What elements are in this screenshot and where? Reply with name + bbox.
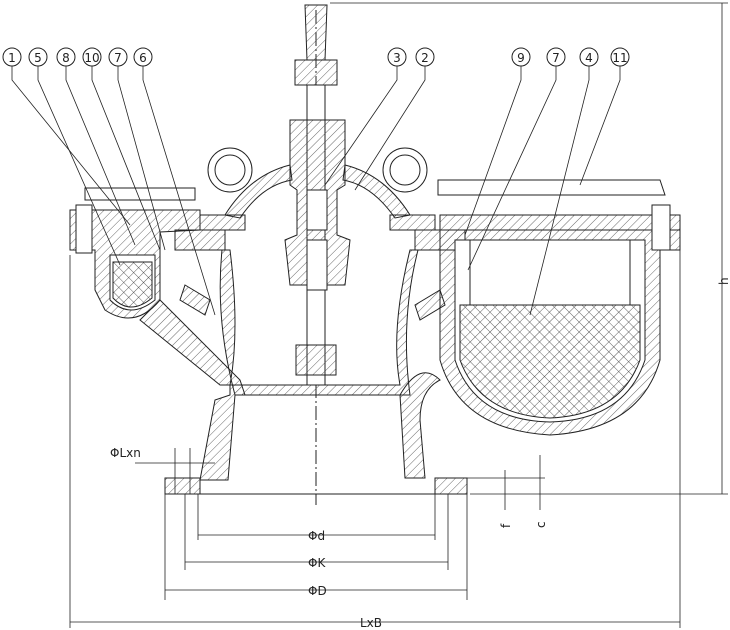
callout-leader [324,66,398,186]
callout-label: 7 [114,51,122,65]
callout-circle [108,47,128,67]
callout-circle [56,47,76,67]
callout-circle [579,47,599,67]
callout-label: 11 [612,51,627,65]
callout-leader [91,66,161,251]
callout-leader [579,66,621,186]
callout-leader [467,66,557,271]
right-float-ball [459,304,641,419]
dimension-labels: ΦLxn Φd ΦK ΦD LxB h f c [110,277,730,630]
callout-label: 9 [517,51,525,65]
callout-circle [2,47,22,67]
callout-circle [387,47,407,67]
callout-leader [354,66,426,191]
callout-circle [133,47,153,67]
callout-leader [142,66,216,316]
callout-circle [28,47,48,67]
callout-circle [82,47,102,67]
callout-label: 1 [8,51,16,65]
callout-leader [117,66,166,251]
nut-top [294,59,338,86]
left-float-ball [112,261,153,308]
callout-label: 7 [552,51,560,65]
callout-leader [464,66,522,236]
callout-circle [511,47,531,67]
callout-label: 2 [421,51,429,65]
callout-label: 4 [585,51,593,65]
callout-circle [415,47,435,67]
callout-label: 3 [393,51,401,65]
callout-leader [529,66,590,316]
callout-leaders [11,66,621,316]
callout-leader [37,66,121,266]
callout-label: 8 [62,51,70,65]
spindle-top [304,4,328,61]
outer-diameter-label: ΦD [308,584,327,598]
bolt-circle-label: ΦK [308,556,326,570]
callout-label: 5 [34,51,42,65]
right-cover [437,179,666,196]
height-label: h [717,277,730,285]
main-body [219,249,419,396]
callout-label: 6 [139,51,147,65]
left-neck [139,299,246,481]
nut-bottom [295,344,337,376]
callout-label: 10 [84,51,99,65]
callout-leader [65,66,136,246]
overall-label: LxB [360,616,382,630]
dimension-lines [69,2,728,628]
callout-circle [610,47,630,67]
right-neck [399,372,441,479]
callout-leader [11,66,131,226]
flange-f-label: f [499,523,513,528]
callout-circle [546,47,566,67]
inner-diameter-label: Φd [308,529,325,543]
bolt-holes-label: ΦLxn [110,446,141,460]
flange-c-label: c [534,521,548,528]
